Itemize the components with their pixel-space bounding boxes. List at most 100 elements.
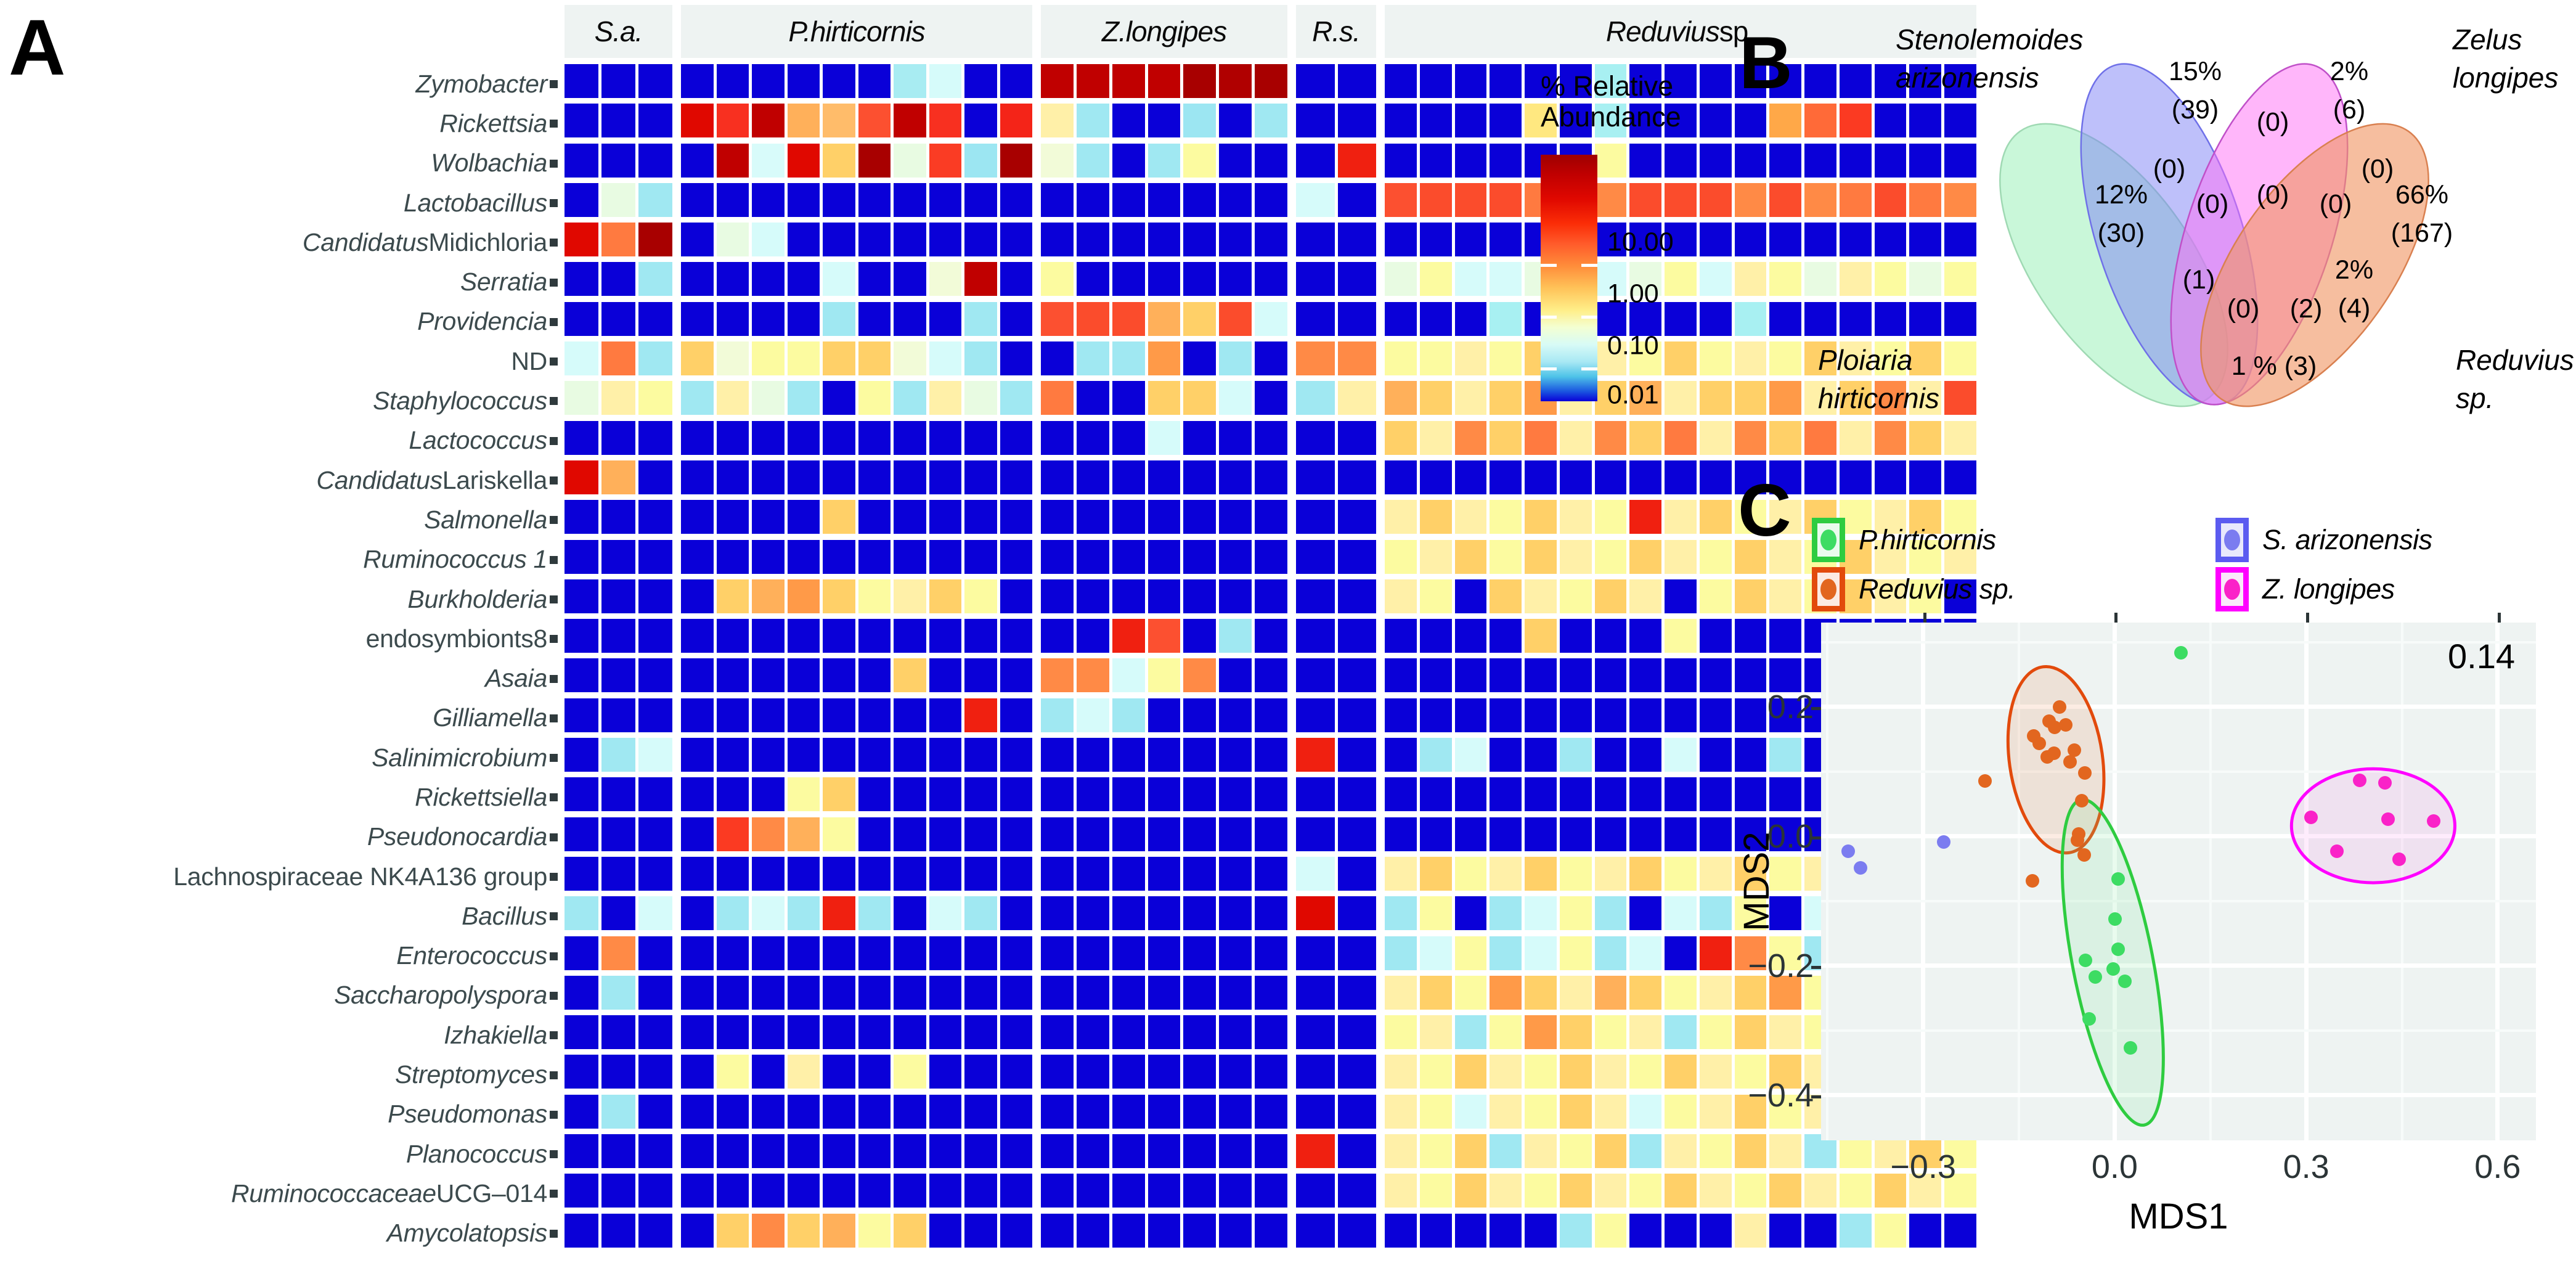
heatmap-cell — [1000, 619, 1032, 653]
heatmap-cell — [1147, 619, 1181, 653]
heatmap-cell — [787, 500, 820, 534]
heatmap-cell — [1219, 539, 1252, 574]
heatmap-cell — [1594, 936, 1627, 970]
venn-set-name: Ploiaria — [1818, 344, 1912, 376]
heatmap-cell — [823, 301, 855, 336]
heatmap-cell — [1629, 936, 1661, 970]
heatmap-cell — [681, 1174, 714, 1208]
heatmap-cell — [1665, 1094, 1697, 1129]
venn-set-names: StenolemoidesarizonensisZeluslongipesPlo… — [1818, 23, 2574, 414]
heatmap-cell — [1769, 182, 1801, 217]
heatmap-cell — [1454, 817, 1487, 851]
heatmap-cell — [1147, 1134, 1181, 1169]
heatmap-cell — [601, 341, 635, 376]
heatmap-column — [565, 64, 598, 1253]
heatmap-cell — [1525, 1213, 1557, 1248]
heatmap-column — [1255, 64, 1287, 1253]
heatmap-cell — [681, 936, 714, 970]
mds-legend-item[interactable]: Reduvius sp. — [1812, 566, 2148, 613]
heatmap-cell — [1629, 817, 1661, 851]
heatmap-cell — [1183, 975, 1217, 1010]
heatmap-cell — [638, 341, 672, 376]
y-tick-mark — [1811, 706, 1821, 710]
heatmap-cell — [929, 658, 961, 693]
heatmap-cell — [716, 698, 749, 732]
heatmap-cell — [1419, 262, 1452, 296]
taxon-label: Pseudomonas — [388, 1100, 547, 1129]
venn-count-abs: (6) — [2333, 95, 2366, 125]
mds-point — [2071, 833, 2085, 847]
heatmap-cell — [1629, 1174, 1661, 1208]
heatmap-cell — [1337, 975, 1376, 1010]
heatmap-cell — [1594, 975, 1627, 1010]
legend-tick-label: 0.10 — [1607, 330, 1659, 361]
axis-tick — [550, 159, 558, 168]
heatmap-cell — [1041, 619, 1074, 653]
heatmap-cell — [565, 1094, 598, 1129]
heatmap-cell — [1454, 500, 1487, 534]
heatmap-cell — [1944, 182, 1976, 217]
heatmap-cell — [716, 1055, 749, 1089]
heatmap-cell — [1076, 1055, 1109, 1089]
heatmap-cell — [1734, 539, 1767, 574]
heatmap-cell — [1909, 500, 1941, 534]
heatmap-cell — [716, 1015, 749, 1050]
heatmap-cell — [1112, 420, 1145, 455]
heatmap-cell — [1419, 381, 1452, 415]
heatmap-cell — [1041, 777, 1074, 812]
heatmap-cell — [1769, 777, 1801, 812]
heatmap-cell — [565, 381, 598, 415]
heatmap-cell — [1112, 975, 1145, 1010]
heatmap-cell — [1839, 262, 1872, 296]
mds-stress-value: 0.14 — [2448, 637, 2515, 676]
heatmap-cell — [601, 182, 635, 217]
heatmap-cell — [1147, 1015, 1181, 1050]
heatmap-cell — [858, 143, 891, 178]
heatmap-cell — [1629, 262, 1661, 296]
axis-tick — [550, 120, 558, 128]
heatmap-cell — [1419, 1134, 1452, 1169]
heatmap-cell — [601, 1094, 635, 1129]
heatmap-cell — [1874, 539, 1907, 574]
heatmap-cell — [565, 1015, 598, 1050]
heatmap-cell — [1454, 738, 1487, 772]
heatmap-cell — [1255, 817, 1287, 851]
heatmap-cell — [1385, 975, 1417, 1010]
heatmap-cell — [1337, 1213, 1376, 1248]
mds-legend-dot — [2224, 579, 2240, 600]
mds-legend-item[interactable]: P.hirticornis — [1812, 517, 2148, 563]
heatmap-cell — [858, 1134, 891, 1169]
heatmap-cell — [823, 975, 855, 1010]
heatmap-cell — [1076, 1174, 1109, 1208]
heatmap-cell — [1112, 936, 1145, 970]
mds-legend-label: P.hirticornis — [1859, 524, 1996, 555]
heatmap-cell — [1112, 143, 1145, 178]
heatmap-cell — [1147, 738, 1181, 772]
heatmap-cell — [1183, 104, 1217, 138]
heatmap-cell — [1525, 619, 1557, 653]
heatmap-cell — [1183, 223, 1217, 257]
heatmap-cell — [1183, 1134, 1217, 1169]
heatmap-cell — [638, 579, 672, 613]
heatmap-cell — [638, 1213, 672, 1248]
heatmap-cell — [1594, 223, 1627, 257]
mds-legend-item[interactable]: Z. longipes — [2215, 566, 2551, 613]
heatmap-cell — [1076, 104, 1109, 138]
heatmap-cell — [681, 500, 714, 534]
heatmap-cell — [1629, 1015, 1661, 1050]
heatmap-cell — [1804, 420, 1836, 455]
mds-legend-item[interactable]: S. arizonensis — [2215, 517, 2551, 563]
heatmap-cell — [752, 619, 785, 653]
gridline-horizontal — [1821, 705, 2536, 709]
x-tick-label: −0.3 — [1890, 1148, 1957, 1185]
heatmap-cell — [787, 182, 820, 217]
heatmap-cell — [1734, 1015, 1767, 1050]
heatmap-cell — [1699, 579, 1732, 613]
heatmap-cell — [1525, 856, 1557, 891]
heatmap-cell — [638, 420, 672, 455]
axis-tick — [550, 912, 558, 921]
heatmap-cell — [1804, 301, 1836, 336]
heatmap-cell — [1629, 500, 1661, 534]
legend-tick-mark — [1581, 263, 1597, 267]
heatmap-cell — [929, 619, 961, 653]
